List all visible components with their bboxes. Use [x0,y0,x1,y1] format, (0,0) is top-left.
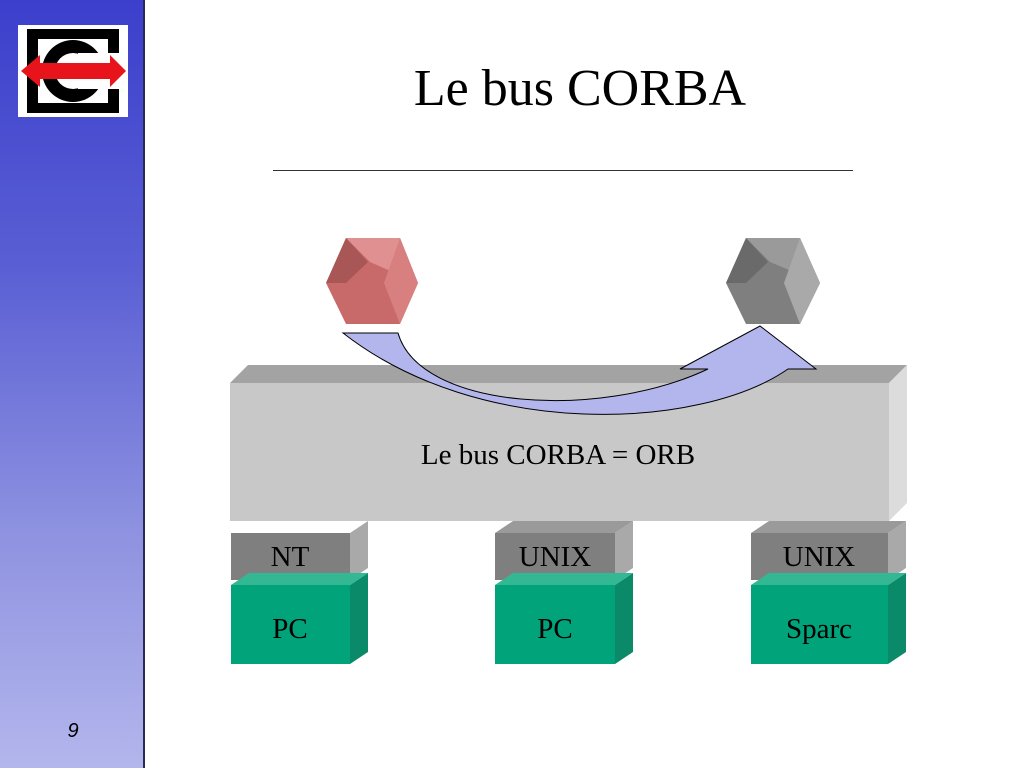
hardware-box [231,585,350,664]
logo-icon [18,25,128,117]
request-arrow [341,325,818,415]
os-label: UNIX [519,541,592,573]
node-2: UNIX PC [495,521,633,664]
bus-label: Le bus CORBA = ORB [421,439,695,471]
hardware-box [495,585,615,664]
client-object-icon [326,238,418,324]
os-box [495,533,615,580]
sidebar: 9 [0,0,145,768]
hardware-box [751,585,888,664]
hardware-label: PC [272,613,307,645]
os-box [231,533,350,580]
server-object-icon [726,238,820,324]
slide-title: Le bus CORBA [413,60,747,117]
os-label: UNIX [783,541,856,573]
node-1: NT PC [231,521,368,664]
page-number: 9 [67,720,79,742]
title-divider [273,170,853,171]
os-box [751,533,888,580]
node-3: UNIX Sparc [751,521,906,664]
hardware-label: PC [537,613,572,645]
hardware-label: Sparc [786,613,852,645]
os-label: NT [271,541,310,573]
